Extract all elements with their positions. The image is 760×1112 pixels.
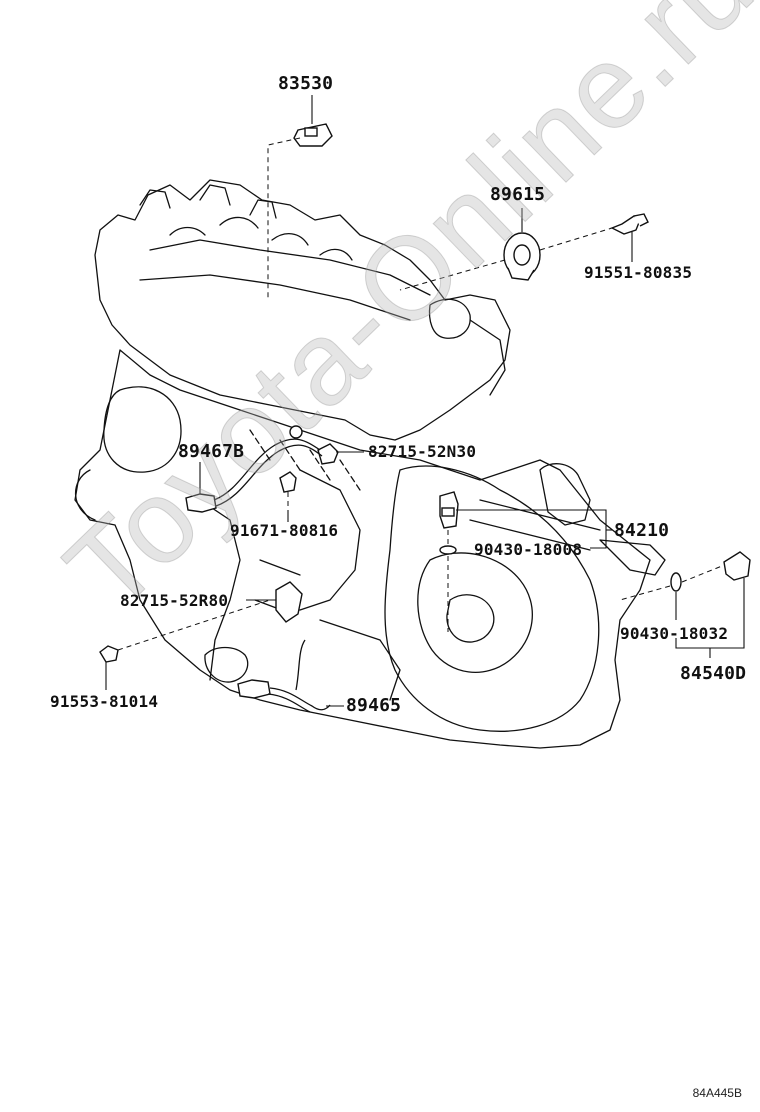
- leader-line-84210: [456, 509, 607, 549]
- leader-83530: [267, 137, 301, 300]
- diagram-code: 84A445B: [692, 1086, 742, 1100]
- label-89615[interactable]: 89615: [490, 184, 546, 205]
- leader-84540d: [681, 565, 723, 583]
- part-91671-bolt: [279, 471, 297, 493]
- label-84540d[interactable]: 84540D: [680, 663, 747, 684]
- label-82715-52n30[interactable]: 82715-52N30: [368, 442, 477, 461]
- part-90430-18008-washer: [439, 545, 457, 555]
- wire-89467b: [213, 438, 321, 501]
- label-82715-52r80[interactable]: 82715-52R80: [120, 591, 229, 610]
- label-90430-18008[interactable]: 90430-18008: [474, 540, 583, 559]
- part-84540d-sensor: [723, 551, 751, 581]
- wire-89465: [269, 687, 331, 711]
- label-89465[interactable]: 89465: [346, 695, 402, 716]
- part-89465-sensor: [237, 679, 271, 699]
- engine-block-outline: [74, 349, 651, 749]
- label-90430-18032[interactable]: 90430-18032: [620, 624, 729, 643]
- label-91671-80816[interactable]: 91671-80816: [230, 521, 339, 540]
- label-91553-81014[interactable]: 91553-81014: [50, 692, 159, 711]
- label-89467b[interactable]: 89467B: [178, 441, 245, 462]
- part-82715-52n30-bracket: [317, 443, 339, 465]
- engine-head-outline: [94, 179, 511, 441]
- part-91553-bolt: [99, 645, 119, 663]
- label-91551-80835[interactable]: 91551-80835: [584, 263, 693, 282]
- label-84210[interactable]: 84210: [614, 520, 670, 541]
- part-82715-52r80-bracket: [275, 581, 303, 623]
- label-83530[interactable]: 83530: [278, 73, 334, 94]
- part-90430-18032-washer: [670, 572, 682, 592]
- leader-89615: [539, 227, 613, 251]
